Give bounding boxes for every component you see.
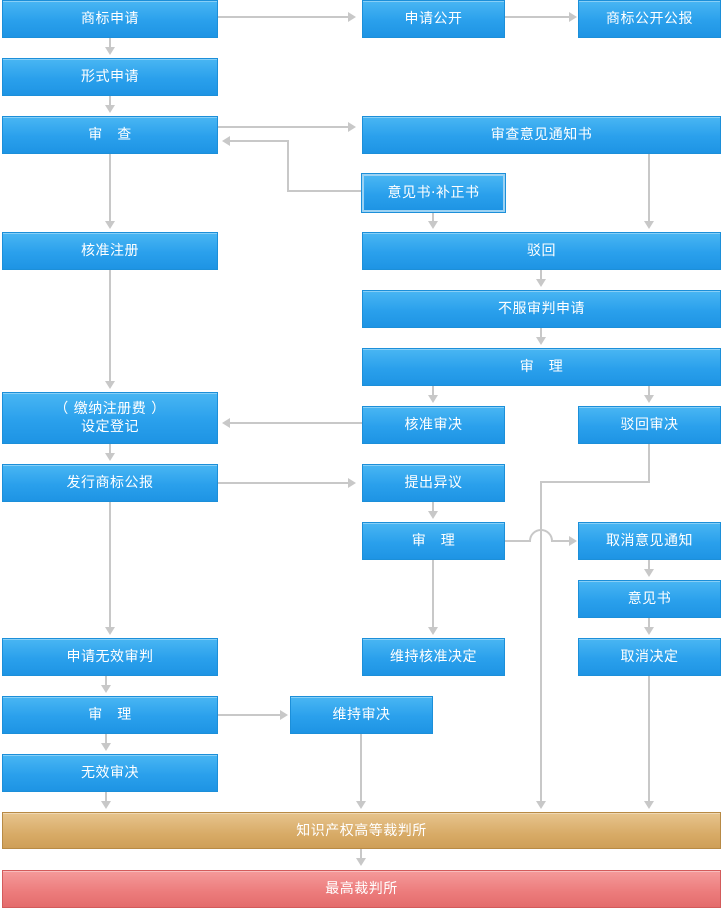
- arrowhead: [101, 685, 111, 693]
- node-opinion-statement: 意见书: [578, 580, 721, 618]
- node-examination: 审 查: [2, 116, 218, 154]
- arrowhead: [348, 12, 356, 22]
- arrowhead: [428, 627, 438, 635]
- arrowhead: [644, 221, 654, 229]
- node-appeal-hearing: 审 理: [362, 348, 721, 386]
- arrowhead: [348, 122, 356, 132]
- connector-correction-to-examination: [227, 140, 363, 192]
- node-opposition-hearing: 审 理: [362, 522, 505, 560]
- node-opinion-correction: 意见书·补正书: [362, 174, 505, 212]
- node-formal-application: 形式申请: [2, 58, 218, 96]
- arrowhead: [536, 279, 546, 287]
- arrowhead: [105, 221, 115, 229]
- arrowhead: [105, 47, 115, 55]
- arrowhead: [428, 395, 438, 403]
- node-supreme-court: 最高裁判所: [2, 870, 721, 908]
- node-pay-fee-registration: （ 缴纳注册费 ） 设定登记: [2, 392, 218, 444]
- node-rejection: 驳回: [362, 232, 721, 270]
- node-examination-opinion-notice: 审查意见通知书: [362, 116, 721, 154]
- arrowhead: [356, 801, 366, 809]
- arrowhead: [644, 569, 654, 577]
- node-rejection-decision: 驳回审决: [578, 406, 721, 444]
- node-maintain-approval-decision: 维持核准决定: [362, 638, 505, 676]
- arrowhead: [222, 136, 230, 146]
- arrowhead: [105, 105, 115, 113]
- connector-hearing-to-cancel-notice: [504, 529, 572, 542]
- node-approve-registration: 核准注册: [2, 232, 218, 270]
- node-ip-high-court: 知识产权高等裁判所: [2, 812, 721, 849]
- arrowhead: [105, 627, 115, 635]
- arrowhead: [101, 801, 111, 809]
- node-publish-gazette: 发行商标公报: [2, 464, 218, 502]
- arrowhead: [356, 858, 366, 866]
- node-invalidation-decision: 无效审决: [2, 754, 218, 792]
- arrowhead: [428, 221, 438, 229]
- node-trademark-gazette-publication: 商标公开公报: [578, 0, 721, 38]
- node-cancellation-decision: 取消决定: [578, 638, 721, 676]
- arrowhead: [644, 627, 654, 635]
- node-application-publication: 申请公开: [362, 0, 505, 38]
- node-cancellation-opinion-notice: 取消意见通知: [578, 522, 721, 560]
- node-maintain-decision: 维持审决: [290, 696, 433, 734]
- arrowhead: [105, 453, 115, 461]
- connector-rejection-decision-to-court: [540, 443, 650, 804]
- arrowhead: [222, 418, 230, 428]
- node-appeal-request: 不服审判申请: [362, 290, 721, 328]
- arrowhead: [428, 511, 438, 519]
- arrowhead: [536, 801, 546, 809]
- node-file-opposition: 提出异议: [362, 464, 505, 502]
- node-approval-decision: 核准审决: [362, 406, 505, 444]
- arrowhead: [105, 381, 115, 389]
- arrowhead: [348, 478, 356, 488]
- arrowhead: [569, 536, 577, 546]
- arrowhead: [644, 801, 654, 809]
- node-trademark-application: 商标申请: [2, 0, 218, 38]
- arrowhead: [644, 395, 654, 403]
- arrowhead: [536, 337, 546, 345]
- arrowhead: [569, 12, 577, 22]
- node-invalidation-hearing: 审 理: [2, 696, 218, 734]
- arrowhead: [280, 710, 288, 720]
- arrowhead: [101, 743, 111, 751]
- node-invalidation-request: 申请无效审判: [2, 638, 218, 676]
